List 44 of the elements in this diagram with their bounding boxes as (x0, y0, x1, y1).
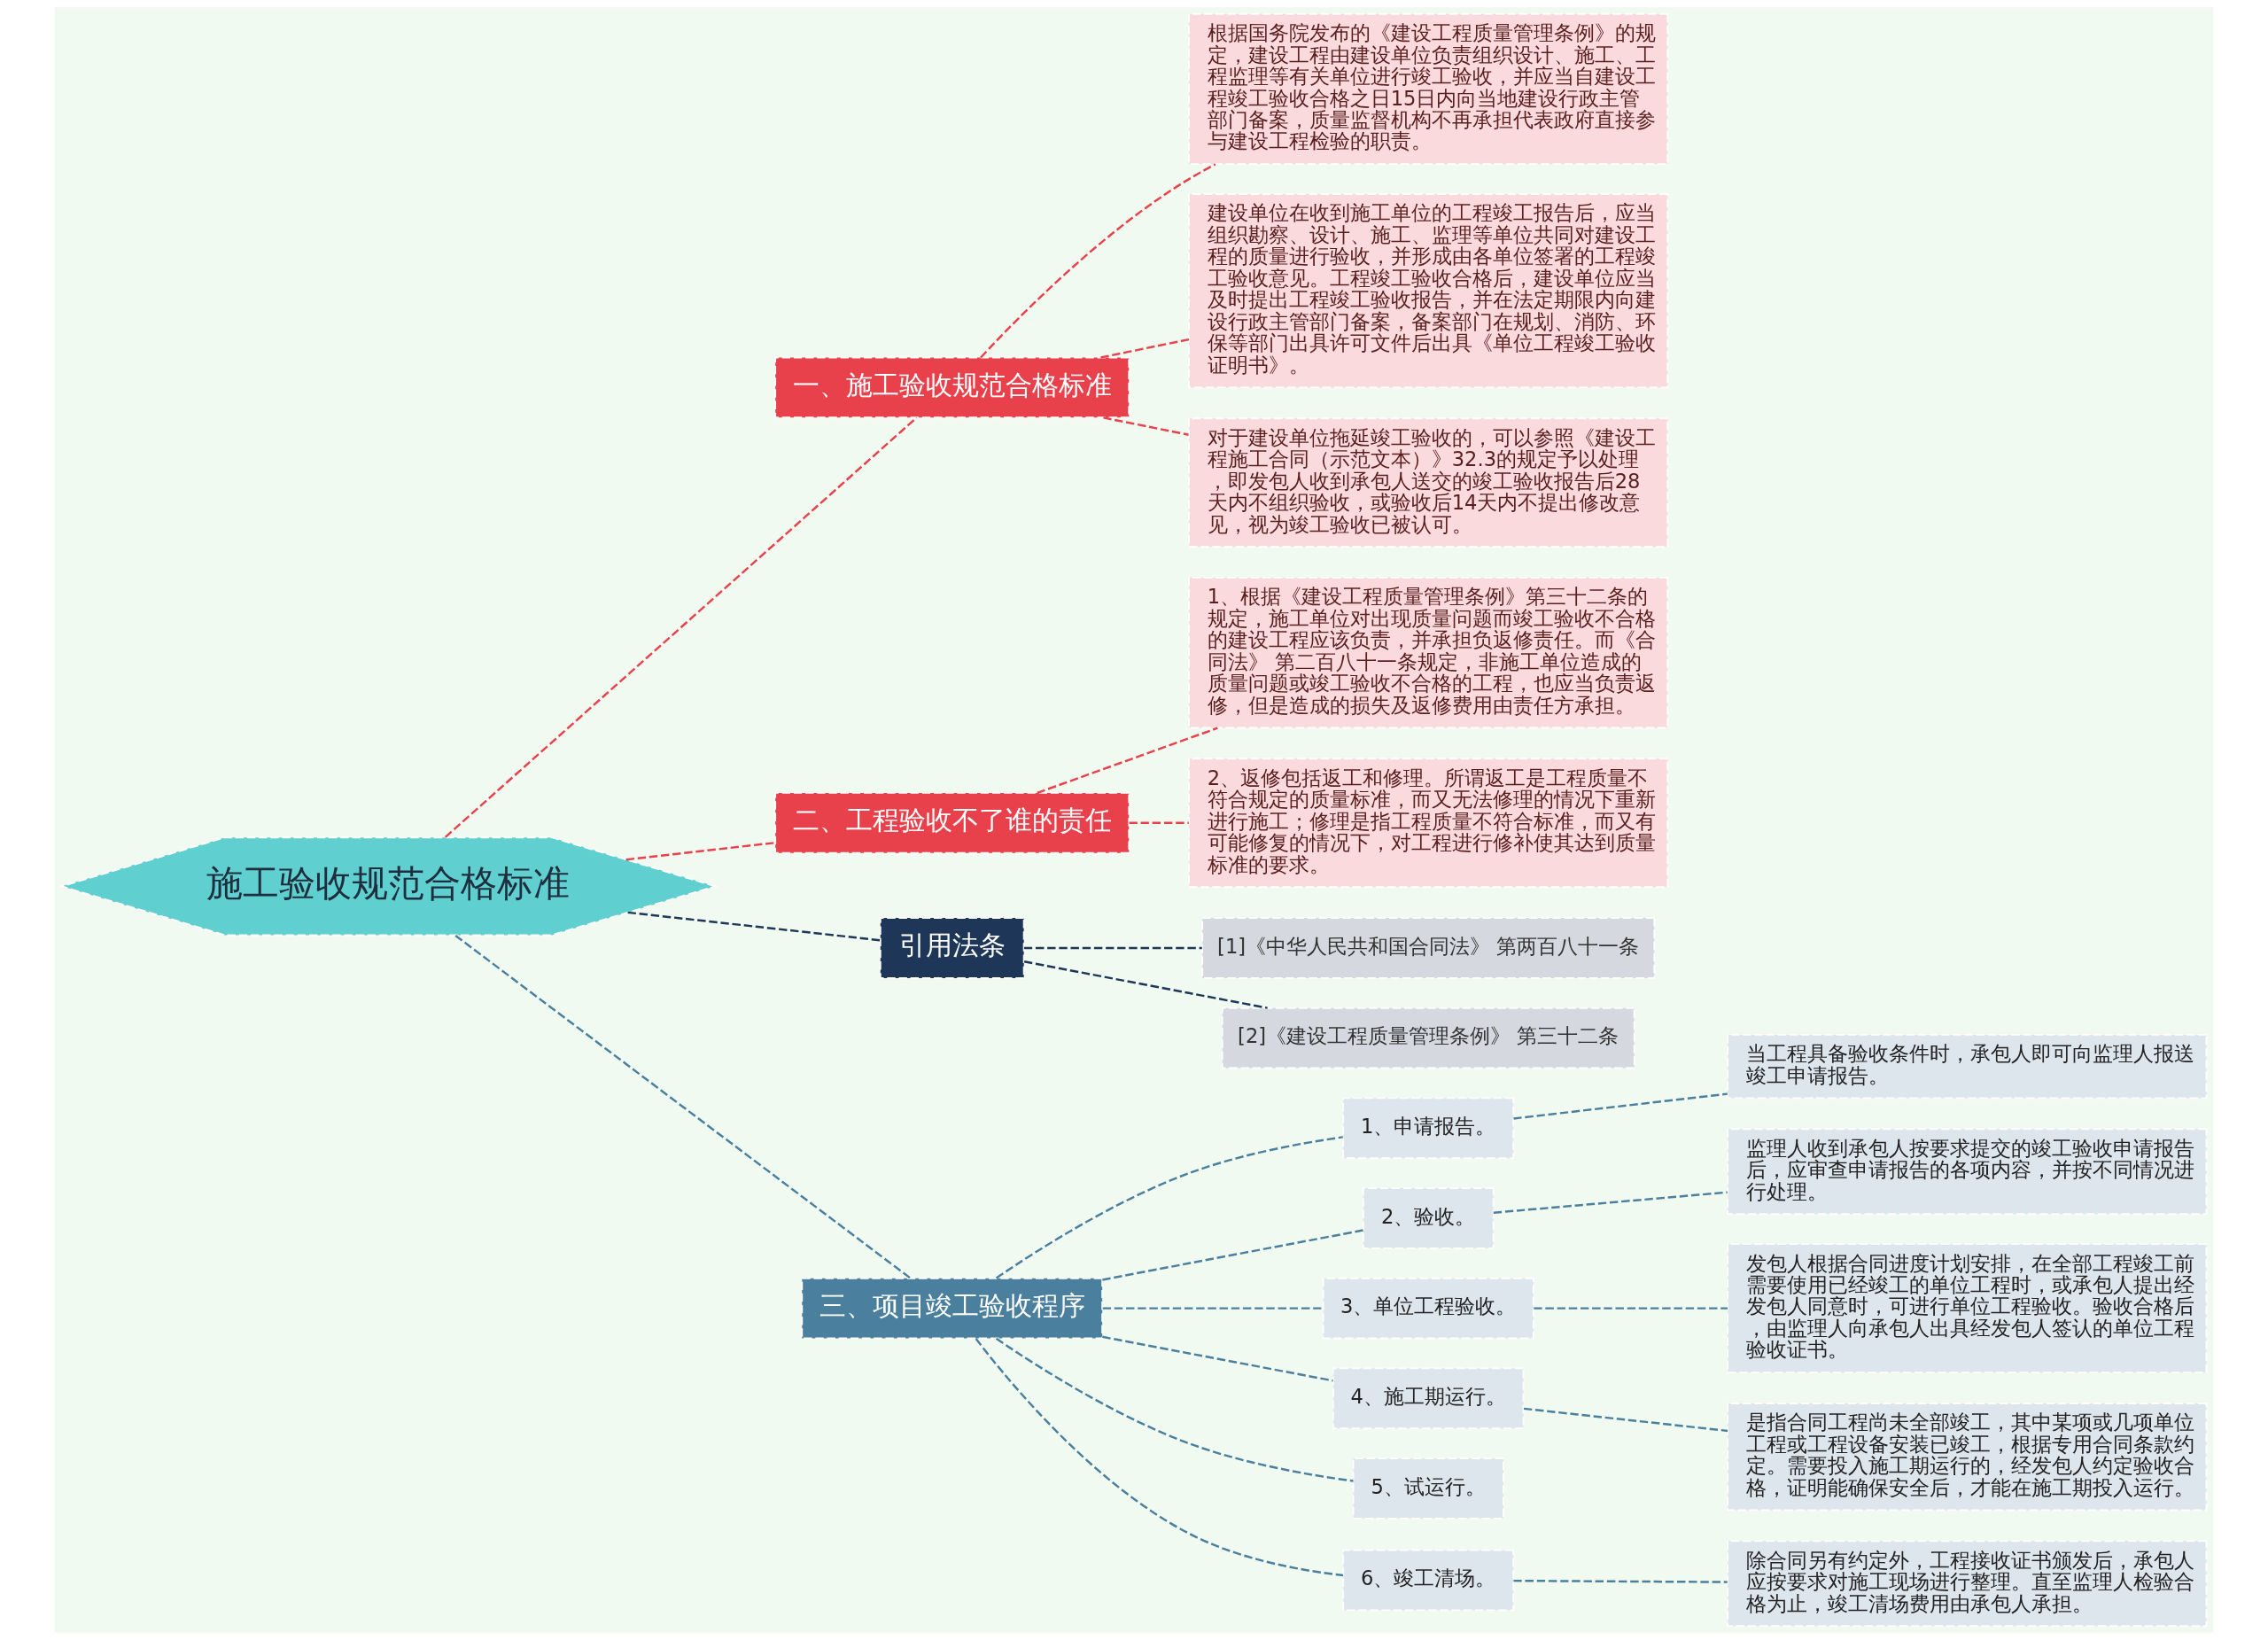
connector (1102, 1307, 1323, 1310)
node-box: 6、竣工清场。 (1342, 1549, 1515, 1612)
node-box: 4、施工期运行。 (1332, 1367, 1525, 1430)
connector (1493, 1191, 1728, 1214)
node-box: 二、工程验收不了谁的责任 (774, 791, 1130, 854)
node-box: 三、项目竣工验收程序 (801, 1277, 1104, 1340)
connector (995, 1136, 1343, 1279)
node-box: 一、施工验收规范合格标准 (774, 356, 1130, 419)
connector (1129, 821, 1189, 824)
node-box: 监理人收到承包人按要求提交的竣工验收申请报告后，应审查申请报告的各项内容，并按不同情况进行处理。 (1727, 1128, 2208, 1216)
connector (1103, 416, 1189, 436)
connector (1100, 338, 1190, 359)
connector (1513, 1579, 1728, 1583)
node-box: 1、根据《建设工程质量管理条例》第三十二条的规定，施工单位对出现质量问题而竣工验收不合格的建设工程应该负责，并承担负返修责任。而《合同法》 第二百八十一条规定，非施工单位造成的质量问题或竣工验收不合格的工程，也应当负责返修，但是造成的损失及返修费用由责任方承担。 (1188, 577, 1669, 729)
node-box: [1]《中华人民共和国合同法》 第两百八十一条 (1201, 917, 1656, 979)
node-box: 根据国务院发布的《建设工程质量管理条例》的规定，建设工程由建设单位负责组织设计、施工、工程监理等有关单位进行竣工验收，并应当自建设工程竣工验收合格之日15日内向当地建设行政主管部门备案，质量监督机构不再承担代表政府直接参与建设工程检验的职责。 (1188, 12, 1669, 166)
connector (1102, 1229, 1363, 1281)
node-box: 建设单位在收到施工单位的工程竣工报告后，应当组织勘察、设计、施工、监理等单位共同对建设工程的质量进行验收，并形成由各单位签署的工程竣工验收意见。工程竣工验收合格后，建设单位应当及时提出工程竣工验收报告，并在法定期限内向建设行政主管部门备案，备案部门在规划、消防、环保等部门出具许可文件后出具《单位工程竣工验收证明书》。 (1188, 193, 1669, 389)
node-box: 是指合同工程尚未全部竣工，其中某项或几项单位工程或工程设备安装已竣工，根据专用合同条款约定。需要投入施工期运行的，经发包人约定验收合格，证明能确保安全后，才能在施工期投入运行。 (1727, 1403, 2208, 1512)
node-box: 引用法条 (879, 917, 1025, 979)
node-box: [2]《建设工程质量管理条例》 第三十二条 (1221, 1007, 1635, 1069)
connector (1037, 727, 1218, 795)
node-box: 发包人根据合同进度计划安排，在全部工程竣工前需要使用已经竣工的单位工程时，或承包人提出经发包人同意时，可进行单位工程验收。验收合格后，由监理人向承包人出具经发包人签认的单位工程验收证书。 (1727, 1243, 2208, 1374)
node-box: 2、返修包括返工和修理。所谓返工是工程质量不符合规定的质量标准，而又无法修理的情况下重新进行施工；修理是指工程质量不符合标准，而又有可能修复的情况下，对工程进行修补使其达到质量标准的要求。 (1188, 758, 1669, 889)
node-box: 3、单位工程验收。 (1322, 1277, 1534, 1340)
connector (444, 416, 918, 838)
connector (625, 841, 776, 861)
connector (1023, 946, 1202, 950)
node-box: 当工程具备验收条件时，承包人即可向监理人报送竣工申请报告。 (1727, 1033, 2208, 1100)
connector (1513, 1092, 1728, 1120)
connector (454, 934, 911, 1279)
connector (1534, 1307, 1728, 1310)
connector (980, 163, 1216, 359)
connector (1523, 1407, 1728, 1433)
connector (1102, 1335, 1333, 1382)
connector (975, 1338, 1344, 1577)
node-box: 除合同另有约定外，工程接收证书颁发后，承包人应按要求对施工现场进行整理。直至监理人检验合格为止，竣工清场费用由承包人承担。 (1727, 1540, 2208, 1628)
connector (627, 911, 881, 942)
node-box: 1、申请报告。 (1342, 1097, 1515, 1160)
node-box: 2、验收。 (1362, 1187, 1495, 1249)
node-box: 对于建设单位拖延竣工验收的，可以参照《建设工程施工合同（示范文本）》32.3的规定予以处理，即发包人收到承包人送交的竣工验收报告后28天内不组织验收，或验收后14天内不提出修改意见，视为竣工验收已被认可。 (1188, 417, 1669, 548)
node-box: 5、试运行。 (1352, 1457, 1504, 1520)
connector (1023, 960, 1268, 1009)
connector (995, 1337, 1354, 1482)
